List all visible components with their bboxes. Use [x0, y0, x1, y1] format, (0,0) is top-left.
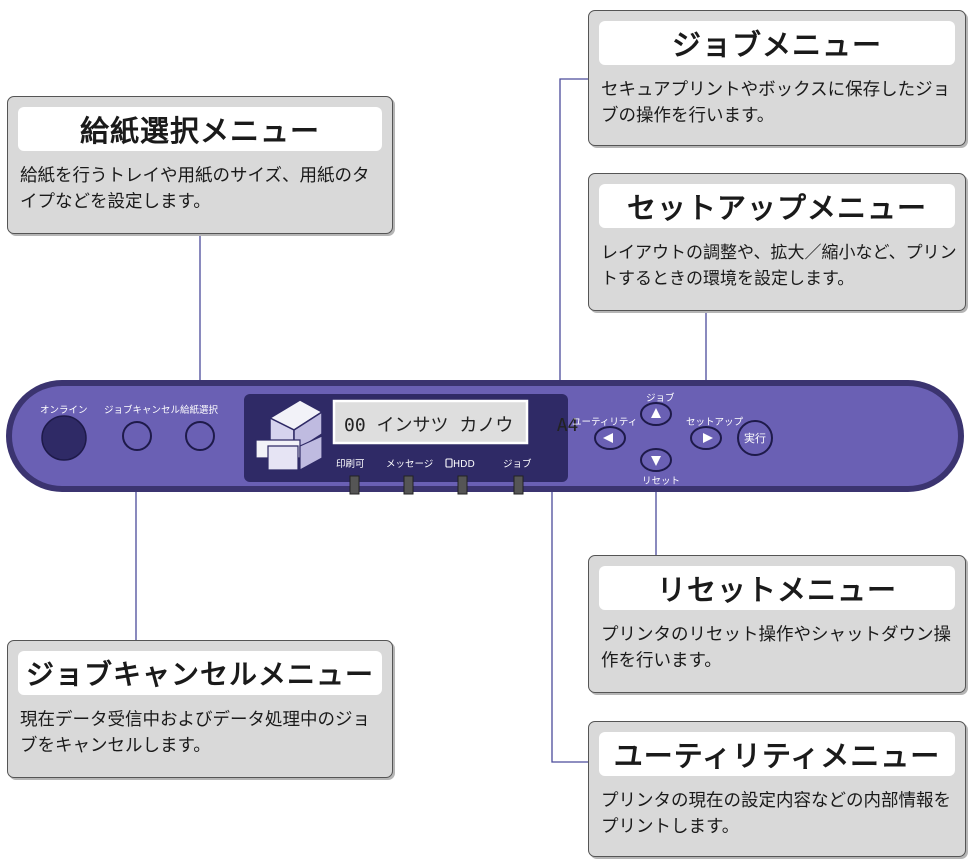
utility-button-label: ユーティリティ — [572, 417, 637, 428]
paper-select-button[interactable] — [185, 421, 215, 451]
lamp-job — [513, 475, 524, 495]
setup-button-label: セットアップ — [686, 417, 744, 428]
indicator-label-message: メッセージ — [386, 459, 433, 470]
up-arrow-icon — [651, 408, 661, 418]
lamp-message — [403, 475, 414, 495]
job-cancel-button[interactable] — [122, 421, 152, 451]
reset-desc: プリンタのリセット操作やシャットダウン操作を行います。 — [601, 625, 951, 671]
paper-select-desc: 給紙を行うトレイや用紙のサイズ、用紙のタイプなどを設定します。 — [20, 166, 370, 212]
lamp-hdd — [457, 475, 468, 495]
lcd-text: 00 インサツ カノウ A4 — [344, 415, 578, 436]
job-title: ジョブメニュー — [599, 21, 955, 65]
job-cancel-desc: 現在データ受信中およびデータ処理中のジョブをキャンセルします。 — [20, 710, 370, 756]
paper-select-callout: 給紙選択メニュー 給紙を行うトレイや用紙のサイズ、用紙のタイプなどを設定します。 — [7, 96, 393, 234]
reset-title: リセットメニュー — [599, 566, 955, 610]
left-arrow-icon — [603, 433, 613, 443]
utility-callout: ユーティリティメニュー プリンタの現在の設定内容などの内部情報をプリントします。 — [588, 721, 966, 857]
setup-desc: レイアウトの調整や、拡大／縮小など、プリントするときの環境を設定します。 — [601, 243, 957, 289]
indicator-label-ready: 印刷可 — [336, 458, 365, 470]
paper-select-title: 給紙選択メニュー — [18, 107, 382, 151]
indicator-label-hdd: HDD — [453, 459, 475, 470]
disk-icon — [445, 458, 453, 468]
job-cancel-callout: ジョブキャンセルメニュー 現在データ受信中およびデータ処理中のジョブをキャンセル… — [7, 640, 393, 778]
down-arrow-icon — [651, 456, 661, 466]
job-button-label: ジョブ — [646, 392, 675, 404]
utility-title: ユーティリティメニュー — [599, 732, 955, 776]
indicator-label-job: ジョブ — [503, 458, 532, 470]
online-button[interactable] — [41, 415, 87, 461]
job-cancel-title: ジョブキャンセルメニュー — [18, 651, 382, 695]
paper-select-label: 給紙選択 — [180, 404, 219, 416]
cancel-label: ジョブキャンセル — [104, 404, 181, 416]
job-callout: ジョブメニュー セキュアプリントやボックスに保存したジョブの操作を行います。 — [588, 10, 966, 146]
reset-button-label: リセット — [642, 476, 680, 487]
utility-desc: プリンタの現在の設定内容などの内部情報をプリントします。 — [601, 791, 951, 837]
right-arrow-icon — [703, 433, 713, 443]
online-label: オンライン — [40, 405, 88, 416]
printer-icon — [255, 399, 324, 472]
lamp-ready — [349, 475, 360, 495]
job-desc: セキュアプリントやボックスに保存したジョブの操作を行います。 — [601, 80, 951, 126]
execute-button[interactable] — [737, 420, 773, 456]
lcd-screen — [332, 399, 529, 445]
setup-title: セットアップメニュー — [599, 184, 955, 228]
execute-label: 実行 — [744, 431, 766, 445]
setup-callout: セットアップメニュー レイアウトの調整や、拡大／縮小など、プリントするときの環境… — [588, 173, 966, 311]
reset-callout: リセットメニュー プリンタのリセット操作やシャットダウン操作を行います。 — [588, 555, 966, 693]
